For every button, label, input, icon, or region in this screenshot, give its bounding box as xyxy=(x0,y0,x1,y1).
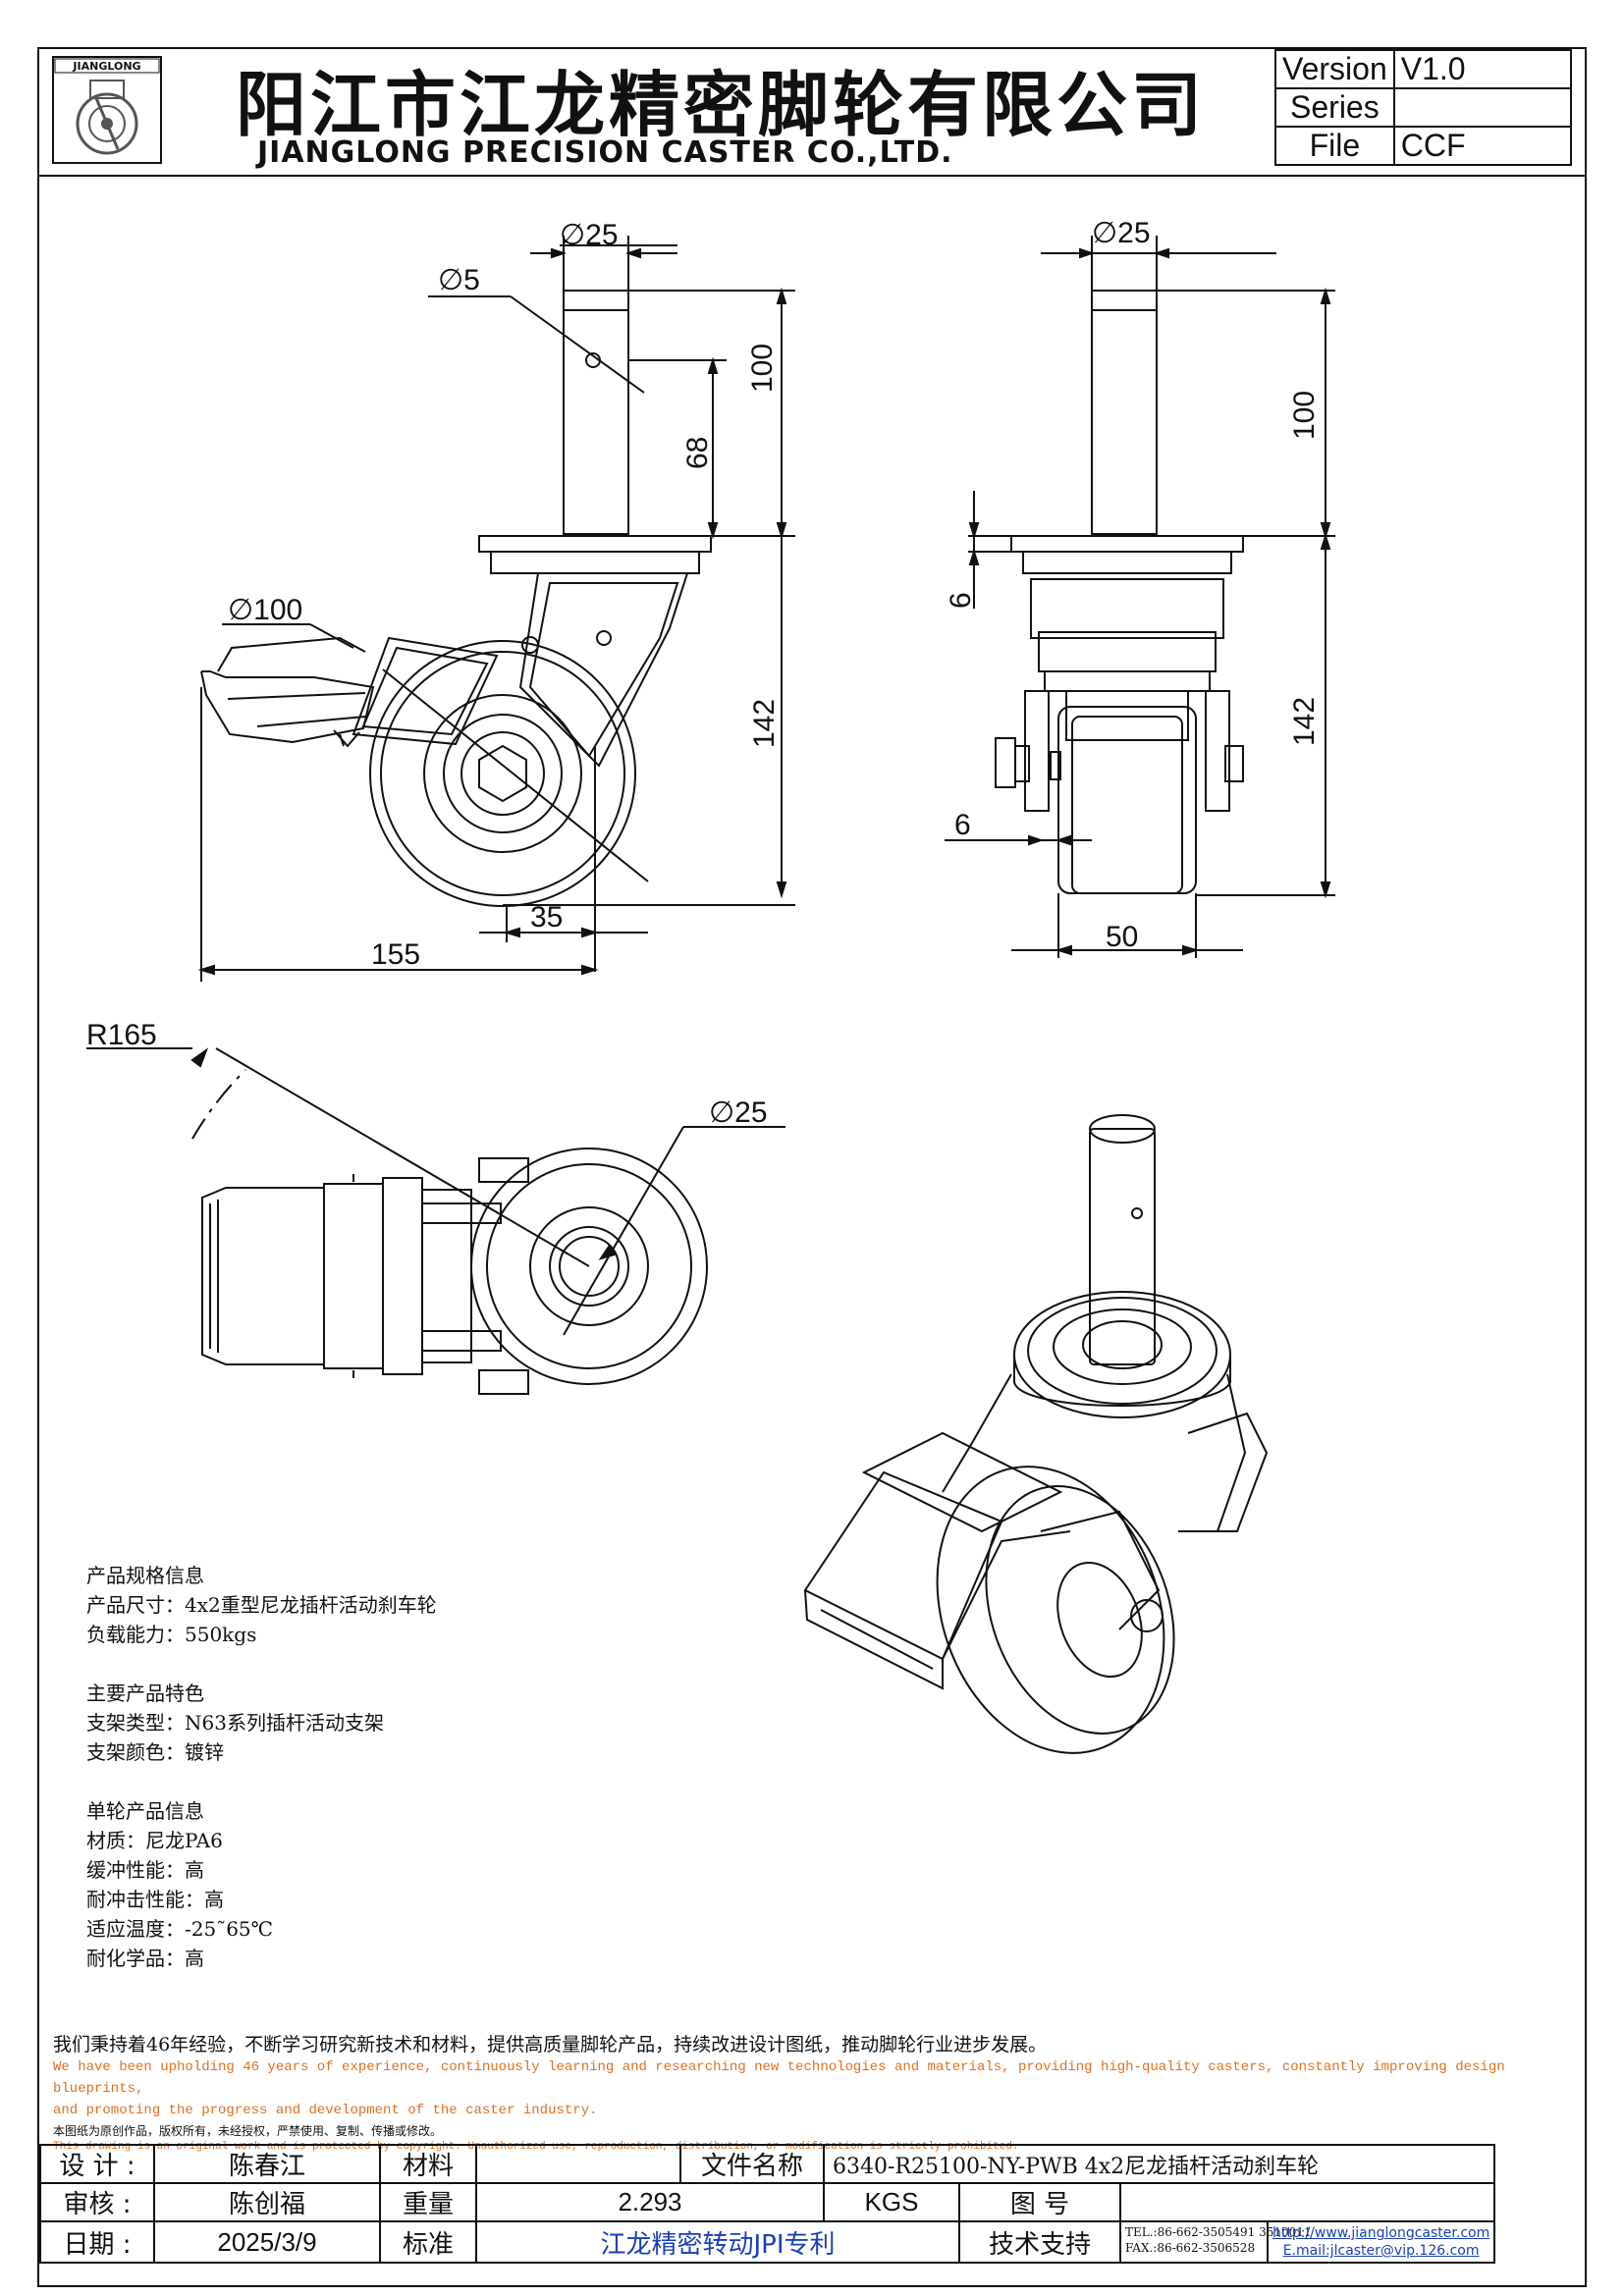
spec-heading-2: 主要产品特色 xyxy=(86,1682,204,1705)
drawing-no-label: 图 号 xyxy=(958,2182,1121,2222)
weight-value: 2.293 xyxy=(475,2182,825,2222)
material-value xyxy=(475,2144,681,2184)
technical-drawing xyxy=(86,236,1335,1754)
company-name-en: JIANGLONG PRECISION CASTER CO.,LTD. xyxy=(257,135,953,170)
series-label: Series xyxy=(1274,87,1395,128)
weight-label: 重量 xyxy=(379,2182,477,2222)
drawing-no-value xyxy=(1118,2182,1496,2222)
front-length: 155 xyxy=(371,938,421,971)
side-plate: 6 xyxy=(945,592,977,609)
side-stem-len: 100 xyxy=(1288,390,1321,440)
logo-text: JIANGLONG xyxy=(72,60,140,73)
review-label: 审核 : xyxy=(39,2182,155,2222)
top-view xyxy=(86,1047,785,1395)
company-name-cn: 阳江市江龙精密脚轮有限公司 xyxy=(236,64,1207,146)
spec-cushion: 缓冲性能：高 xyxy=(86,1858,204,1882)
support-label: 技术支持 xyxy=(958,2220,1121,2264)
website-link[interactable]: http://www.jianglongcaster.com xyxy=(1272,2225,1490,2241)
drawing-frame xyxy=(37,47,1587,2287)
tel-text: TEL.:86-662-3505491 3510011 xyxy=(1125,2225,1312,2239)
date-label: 日期 : xyxy=(39,2220,155,2264)
side-stem-dia: ∅25 xyxy=(1092,217,1151,249)
date-value: 2025/3/9 xyxy=(153,2220,381,2264)
fax-text: FAX.:86-662-3506528 xyxy=(1125,2241,1256,2255)
spec-load: 负载能力：550kgs xyxy=(86,1623,257,1646)
filename-value: 6340-R25100-NY-PWB 4x2尼龙插杆活动刹车轮 xyxy=(822,2144,1496,2184)
notice-en-1: We have been upholding 46 years of exper… xyxy=(53,2059,1505,2097)
design-label: 设 计 : xyxy=(39,2144,155,2184)
isometric-view xyxy=(803,1114,1269,1754)
front-hole-pos: 68 xyxy=(681,436,714,469)
company-logo: JIANGLONG xyxy=(52,56,162,164)
series-value xyxy=(1392,87,1572,128)
side-gap: 6 xyxy=(954,809,971,841)
notice-copyright-cn: 本图纸为原创作品，版权所有，未经授权，严禁使用、复制、传播或修改。 xyxy=(53,2124,443,2138)
file-label: File xyxy=(1274,126,1395,166)
front-view xyxy=(197,236,795,982)
spec-impact: 耐冲击性能：高 xyxy=(86,1888,224,1911)
top-bore: ∅25 xyxy=(709,1096,768,1129)
front-stem-len: 100 xyxy=(746,343,779,393)
spec-bracket-color: 支架颜色：镀锌 xyxy=(86,1740,224,1764)
front-wheel-dia: ∅100 xyxy=(228,594,303,626)
standard-label: 标准 xyxy=(379,2220,477,2264)
design-value: 陈春江 xyxy=(153,2144,381,2184)
spec-heading-1: 产品规格信息 xyxy=(86,1564,204,1587)
standard-value: 江龙精密转动JPI专利 xyxy=(475,2220,960,2264)
front-stem-dia: ∅25 xyxy=(560,219,619,251)
header-divider xyxy=(37,175,1587,177)
title-block: 设 计 : 陈春江 材料 文件名称 6340-R25100-NY-PWB 4x2… xyxy=(39,2144,1496,2264)
side-view xyxy=(945,236,1335,958)
notice-cn: 我们秉持着46年经验，不断学习研究新技术和材料，提供高质量脚轮产品，持续改进设计… xyxy=(53,2034,1048,2056)
file-value: CCF xyxy=(1392,126,1572,166)
spec-chem: 耐化学品：高 xyxy=(86,1947,204,1970)
material-label: 材料 xyxy=(379,2144,477,2184)
notice-block: 我们秉持着46年经验，不断学习研究新技术和材料，提供高质量脚轮产品，持续改进设计… xyxy=(53,2030,1585,2153)
filename-label: 文件名称 xyxy=(679,2144,825,2184)
side-height: 142 xyxy=(1288,696,1321,746)
top-radius: R165 xyxy=(86,1019,157,1051)
version-value: V1.0 xyxy=(1392,49,1572,89)
version-label: Version xyxy=(1274,49,1395,89)
spec-material: 材质：尼龙PA6 xyxy=(86,1829,223,1852)
front-height: 142 xyxy=(748,698,781,748)
front-offset: 35 xyxy=(530,901,564,934)
spec-size: 产品尺寸：4x2重型尼龙插杆活动刹车轮 xyxy=(86,1593,437,1617)
notice-en-2: and promoting the progress and developme… xyxy=(53,2103,598,2118)
product-specs: 产品规格信息 产品尺寸：4x2重型尼龙插杆活动刹车轮 负载能力：550kgs 主… xyxy=(86,1561,437,1973)
review-value: 陈创福 xyxy=(153,2182,381,2222)
spec-bracket-type: 支架类型：N63系列插杆活动支架 xyxy=(86,1711,384,1735)
spec-heading-3: 单轮产品信息 xyxy=(86,1799,204,1823)
email-link[interactable]: E.mail:jlcaster@vip.126.com xyxy=(1282,2243,1480,2259)
weight-unit: KGS xyxy=(823,2182,960,2222)
spec-temp: 适应温度：-25˜65℃ xyxy=(86,1917,274,1941)
side-width: 50 xyxy=(1106,921,1139,953)
front-hole-dia: ∅5 xyxy=(438,264,480,296)
